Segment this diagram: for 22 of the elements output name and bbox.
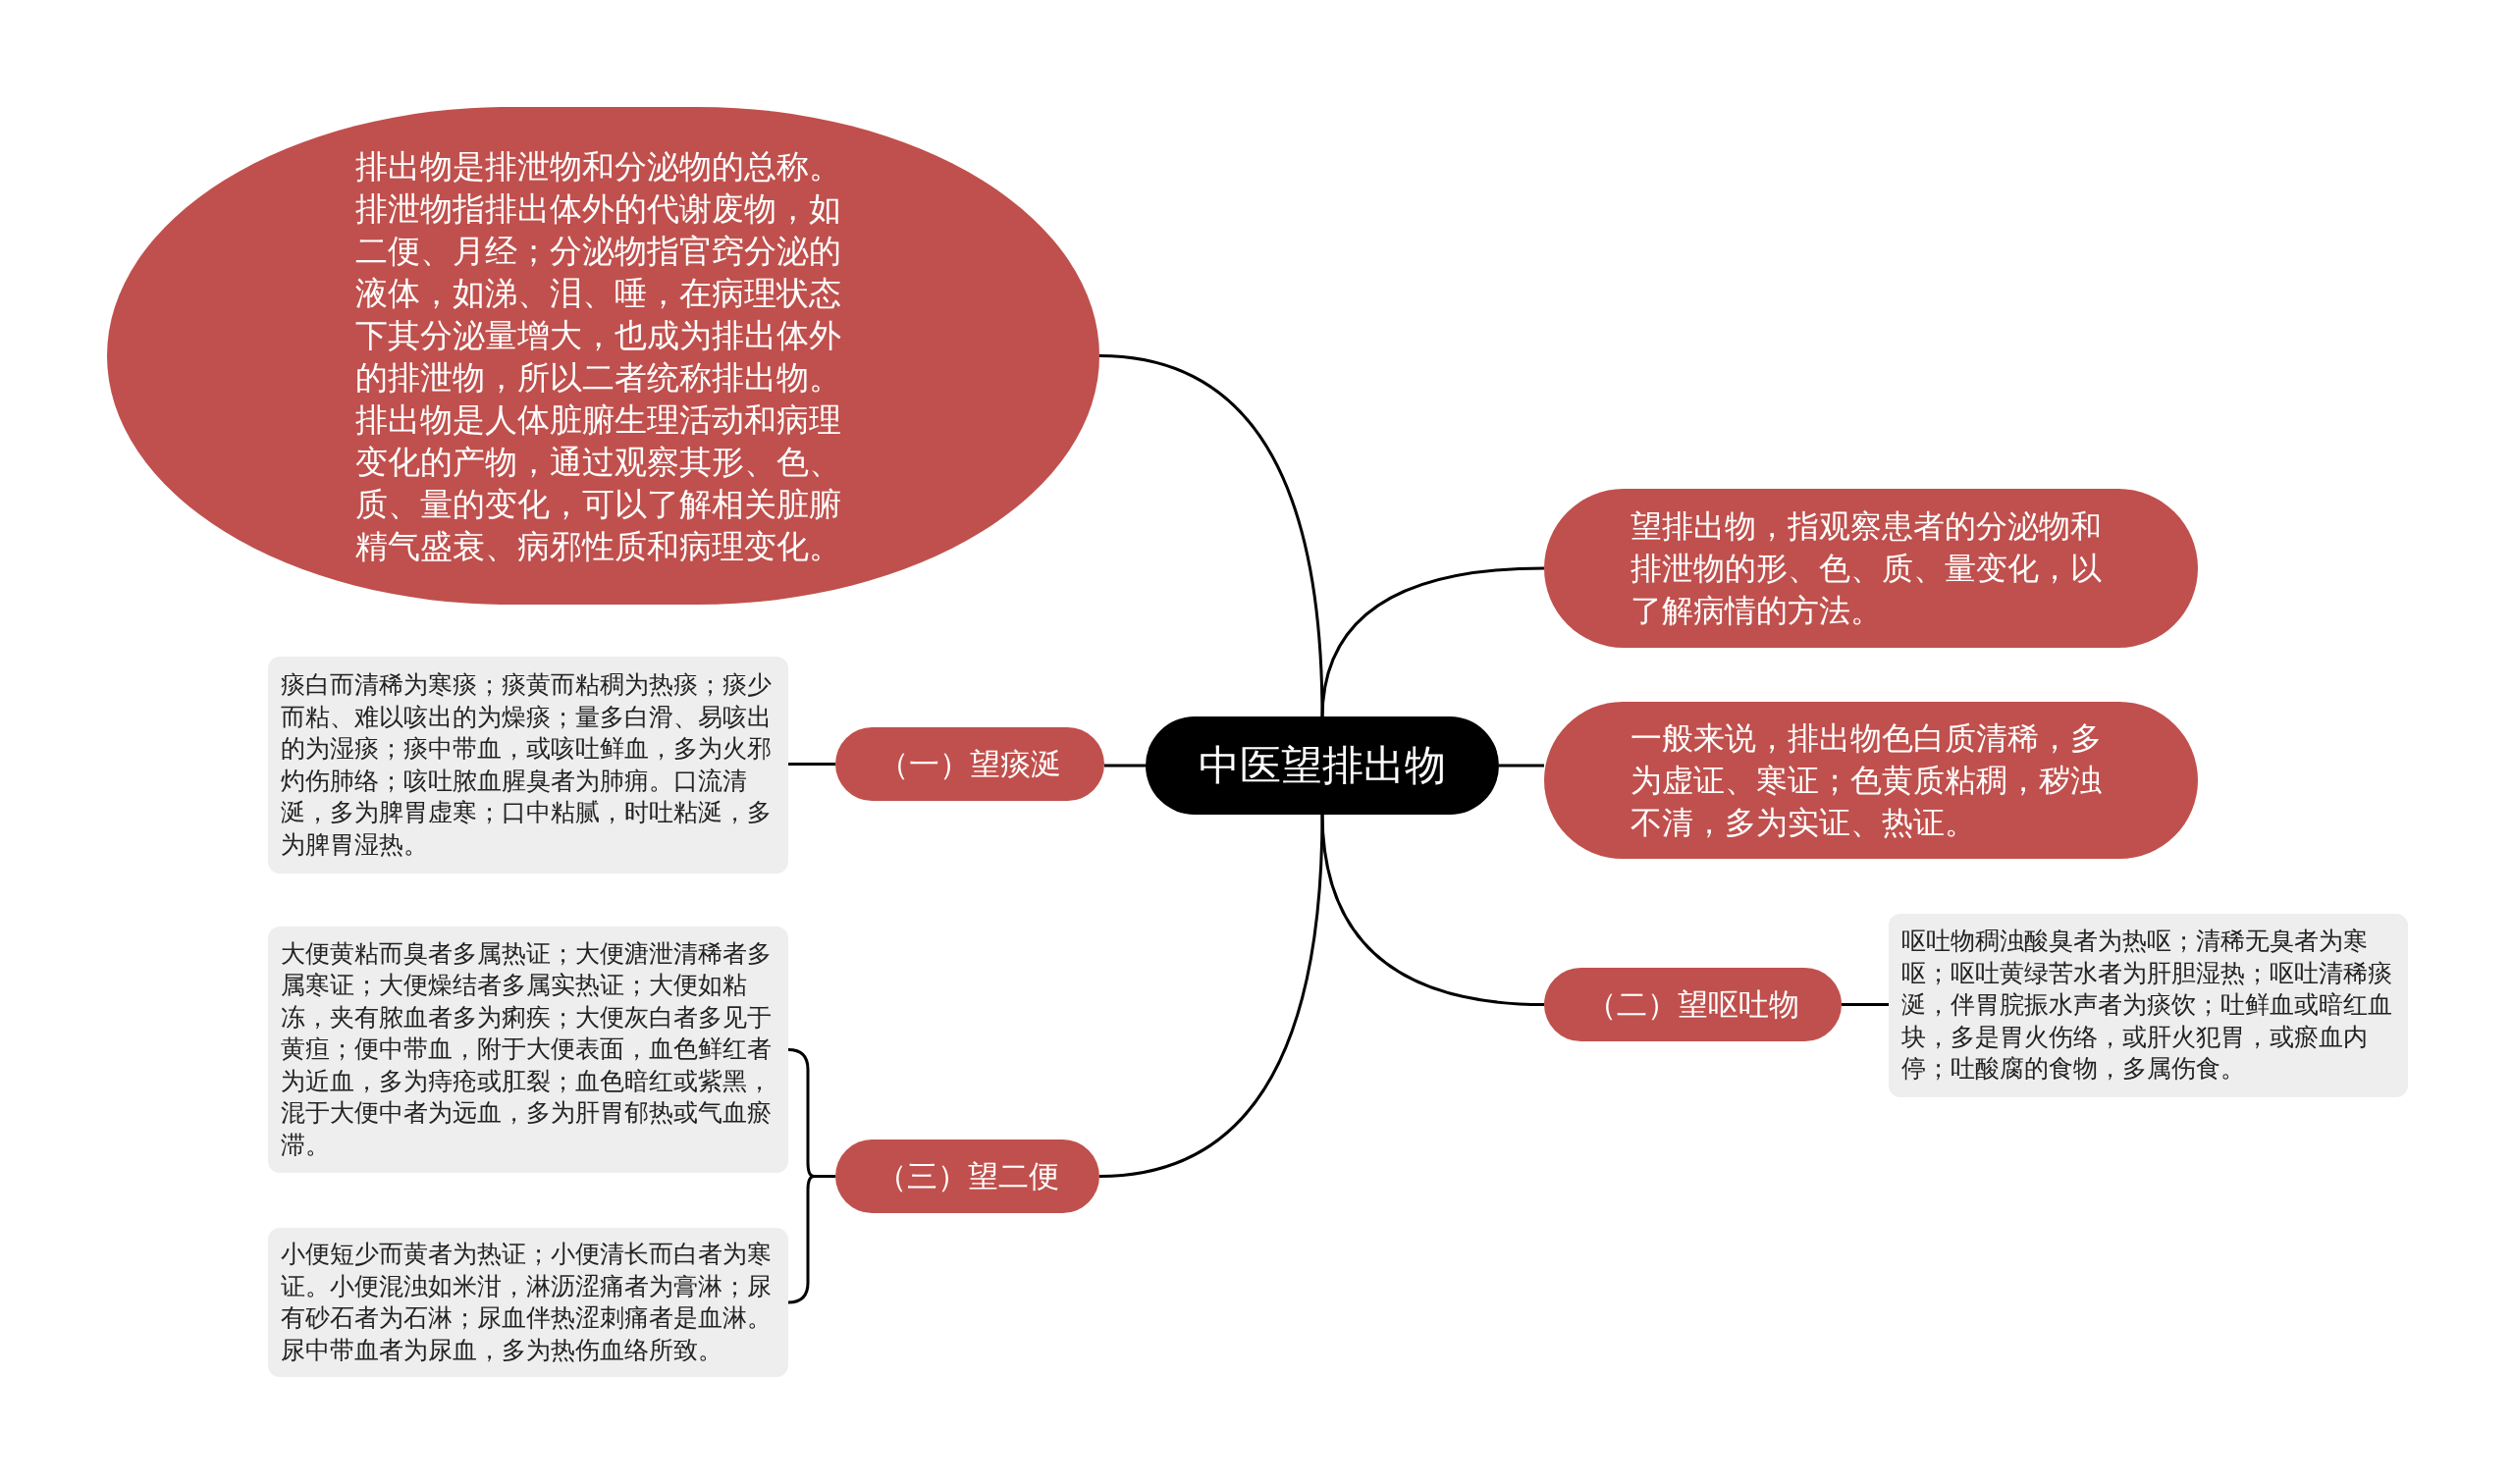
topic-text: 痰白而清稀为寒痰；痰黄而粘稠为热痰；痰少而粘、难以咳出的为燥痰；量多白滑、易咳出的为湿痰；痰中带血，或咳吐鲜血，多为火邪灼伤肺络；咳吐脓血腥臭者为肺痈。口流清涎，多为脾胃虚寒；口中粘腻，时吐粘涎，多为脾胃湿热。 bbox=[281, 669, 773, 861]
topic-text: 呕吐物稠浊酸臭者为热呕；清稀无臭者为寒呕；呕吐黄绿苦水者为肝胆湿热；呕吐清稀痰涎，伴胃脘振水声者为痰饮；吐鲜血或暗红血块，多是胃火伤络，或肝火犯胃，或瘀血内停；吐酸腐的食物，多属伤食。 bbox=[1901, 926, 2393, 1086]
topic-text: 排出物是排泄物和分泌物的总称。排泄物指排出体外的代谢废物，如二便、月经；分泌物指官窍分泌的液体，如涕、泪、唾，在病理状态下其分泌量增大，也成为排出体外的排泄物，所以二者统称排出物。排出物是人体脏腑生理活动和病理变化的产物，通过观察其形、色、质、量的变化，可以了解相关脏腑精气盛衰、病邪性质和病理变化。 bbox=[355, 145, 842, 567]
note-card bbox=[1889, 914, 2408, 1097]
note-card bbox=[268, 657, 788, 874]
topic-text: 望排出物，指观察患者的分泌物和排泄物的形、色、质、量变化，以了解病情的方法。 bbox=[1631, 505, 2103, 631]
topic-text: （三）望二便 bbox=[876, 1156, 1059, 1195]
connector-line bbox=[1320, 566, 1545, 719]
connector-line bbox=[1098, 812, 1324, 1178]
topic-text: 小便短少而黄者为热证；小便清长而白者为寒证。小便混浊如米泔，淋沥涩痛者为膏淋；尿有砂石者为石淋；尿血伴热涩刺痛者是血淋。尿中带血者为尿血，多为热伤血络所致。 bbox=[281, 1239, 773, 1366]
connector-line bbox=[1320, 812, 1545, 1006]
connector-line bbox=[1842, 1003, 1889, 1006]
connector-line bbox=[1499, 764, 1544, 768]
topic-text: （二）望呕吐物 bbox=[1586, 984, 1799, 1024]
topic-text: （一）望痰涎 bbox=[879, 744, 1061, 783]
connector-line bbox=[788, 763, 835, 766]
connector-line bbox=[1098, 354, 1324, 719]
topic-text: 一般来说，排出物色白质清稀，多为虚证、寒证；色黄质粘稠，秽浊不清，多为实证、热证。 bbox=[1631, 717, 2103, 843]
note-card bbox=[268, 1228, 788, 1377]
topic-text: 大便黄粘而臭者多属热证；大便溏泄清稀者多属寒证；大便燥结者多属实热证；大便如粘冻，夹有脓血者多为痢疾；大便灰白者多见于黄疸；便中带血，附于大便表面，血色鲜红者为近血，多为痔疮或肛裂；血色暗红或紫黑，混于大便中者为远血，多为肝胃郁热或气血瘀滞。 bbox=[281, 937, 773, 1161]
connector-line bbox=[1104, 764, 1146, 768]
topic-text: 中医望排出物 bbox=[1199, 740, 1446, 791]
